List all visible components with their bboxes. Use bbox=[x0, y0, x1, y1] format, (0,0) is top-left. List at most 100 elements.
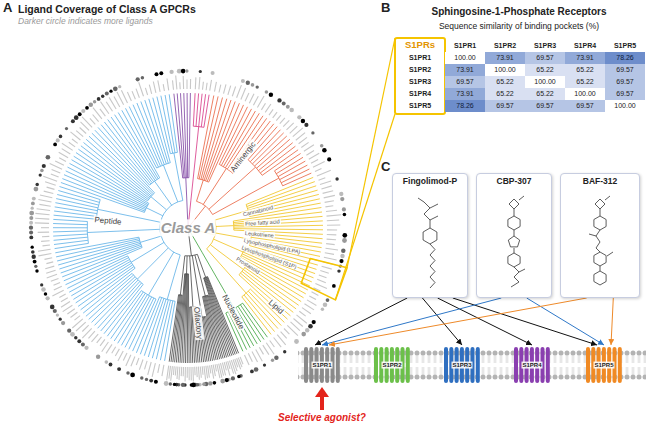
ligand-dot bbox=[320, 144, 324, 148]
tip-mark bbox=[245, 355, 250, 365]
receptor: S1PR1 bbox=[302, 345, 342, 385]
helix bbox=[336, 347, 340, 383]
ligand-dot bbox=[231, 376, 235, 380]
ligand-dot bbox=[77, 339, 81, 343]
bond bbox=[589, 234, 596, 236]
table-cell: 100.00 bbox=[565, 88, 605, 100]
tip-mark bbox=[67, 309, 74, 314]
tip-mark bbox=[62, 149, 71, 154]
tip-mark bbox=[80, 128, 87, 134]
ligand-dot bbox=[340, 197, 344, 201]
bond bbox=[511, 267, 519, 287]
tip-mark bbox=[296, 133, 305, 141]
zoom-line bbox=[347, 38, 395, 268]
tip-mark bbox=[145, 88, 147, 95]
tip-mark bbox=[54, 282, 61, 285]
tip-mark bbox=[59, 294, 65, 297]
ligand-dot bbox=[45, 296, 49, 300]
ligand-dot bbox=[181, 383, 185, 387]
tip-mark bbox=[326, 210, 337, 211]
tip-mark bbox=[136, 358, 139, 365]
tip-mark bbox=[233, 360, 237, 372]
tip-mark bbox=[274, 338, 282, 348]
tip-mark bbox=[118, 351, 123, 361]
tip-mark bbox=[194, 367, 196, 375]
ring bbox=[508, 253, 520, 267]
panel-letter: C bbox=[381, 160, 390, 175]
tip-mark bbox=[39, 204, 50, 206]
receptor-name: S1PR3 bbox=[451, 362, 472, 369]
ligand-dot bbox=[326, 298, 330, 302]
bond bbox=[519, 196, 524, 200]
ligand-dot bbox=[271, 359, 274, 362]
bond bbox=[600, 209, 601, 216]
molecule bbox=[477, 190, 551, 295]
tip-mark bbox=[45, 258, 53, 260]
ligand-dot bbox=[220, 379, 225, 384]
tip-mark bbox=[158, 80, 160, 91]
table-cell: 65.22 bbox=[525, 64, 565, 76]
tip-mark bbox=[189, 367, 190, 380]
ligand-dot bbox=[340, 254, 344, 258]
tip-mark bbox=[305, 304, 315, 310]
table-subtitle: Sequence similarity of binding pockets (… bbox=[439, 22, 599, 32]
tip-mark bbox=[61, 298, 68, 302]
tree-branch bbox=[174, 93, 191, 228]
ring bbox=[594, 252, 606, 266]
tip-mark bbox=[46, 270, 55, 273]
ligand-dot bbox=[81, 343, 85, 347]
ligand-dot bbox=[29, 221, 33, 225]
tip-mark bbox=[61, 302, 70, 308]
tip-mark bbox=[327, 215, 342, 216]
table-cell: 78.26 bbox=[445, 100, 485, 112]
ligand-dot bbox=[61, 321, 65, 325]
tip-mark bbox=[102, 342, 109, 352]
ligand-dot bbox=[84, 346, 88, 350]
tip-mark bbox=[202, 366, 204, 374]
tip-mark bbox=[315, 169, 322, 172]
highlight-column bbox=[395, 38, 445, 114]
tip-mark bbox=[158, 364, 160, 373]
tip-mark bbox=[132, 91, 135, 99]
tip-mark bbox=[38, 249, 51, 251]
table-title: Sphingosine-1-Phosphate Receptors bbox=[431, 6, 606, 18]
tip-mark bbox=[269, 109, 273, 115]
ligand-dot bbox=[145, 378, 148, 381]
tip-mark bbox=[51, 278, 59, 281]
tip-mark bbox=[123, 353, 127, 361]
bond bbox=[596, 248, 600, 252]
tip-mark bbox=[72, 139, 78, 143]
ring bbox=[594, 271, 606, 285]
receptor-name: S1PR1 bbox=[311, 362, 332, 369]
ligand-dot bbox=[241, 79, 245, 83]
highlight-box bbox=[301, 259, 347, 300]
ligand-dot bbox=[337, 269, 340, 272]
tip-mark bbox=[47, 187, 55, 189]
tip-mark bbox=[38, 200, 51, 203]
ligand-dot bbox=[265, 90, 269, 94]
subfamily-label: Free fatty acid bbox=[244, 218, 281, 227]
tip-mark bbox=[183, 367, 184, 376]
helix bbox=[406, 347, 410, 383]
ligand-dot bbox=[339, 192, 343, 196]
ligand-dot bbox=[113, 86, 118, 91]
ligand-dot bbox=[305, 328, 309, 332]
tip-mark bbox=[304, 145, 314, 152]
question-label: Selective agonist? bbox=[278, 412, 366, 424]
tip-mark bbox=[309, 296, 316, 300]
center-label: Class A bbox=[160, 219, 216, 236]
ligand-dot bbox=[46, 155, 51, 160]
tip-mark bbox=[228, 86, 231, 95]
tip-mark bbox=[176, 367, 178, 379]
ligand-dot bbox=[289, 108, 293, 112]
ligand-dot bbox=[185, 69, 188, 72]
ligand-dot bbox=[294, 339, 299, 344]
ligand-dot bbox=[65, 127, 68, 130]
tip-mark bbox=[237, 85, 242, 98]
panel-letter: B bbox=[381, 1, 390, 16]
ligand-dot bbox=[254, 367, 259, 372]
tip-mark bbox=[198, 367, 199, 380]
ligand-dot bbox=[67, 329, 71, 333]
drug-name: Fingolimod-P bbox=[393, 177, 467, 187]
ligand-dot bbox=[237, 375, 241, 379]
